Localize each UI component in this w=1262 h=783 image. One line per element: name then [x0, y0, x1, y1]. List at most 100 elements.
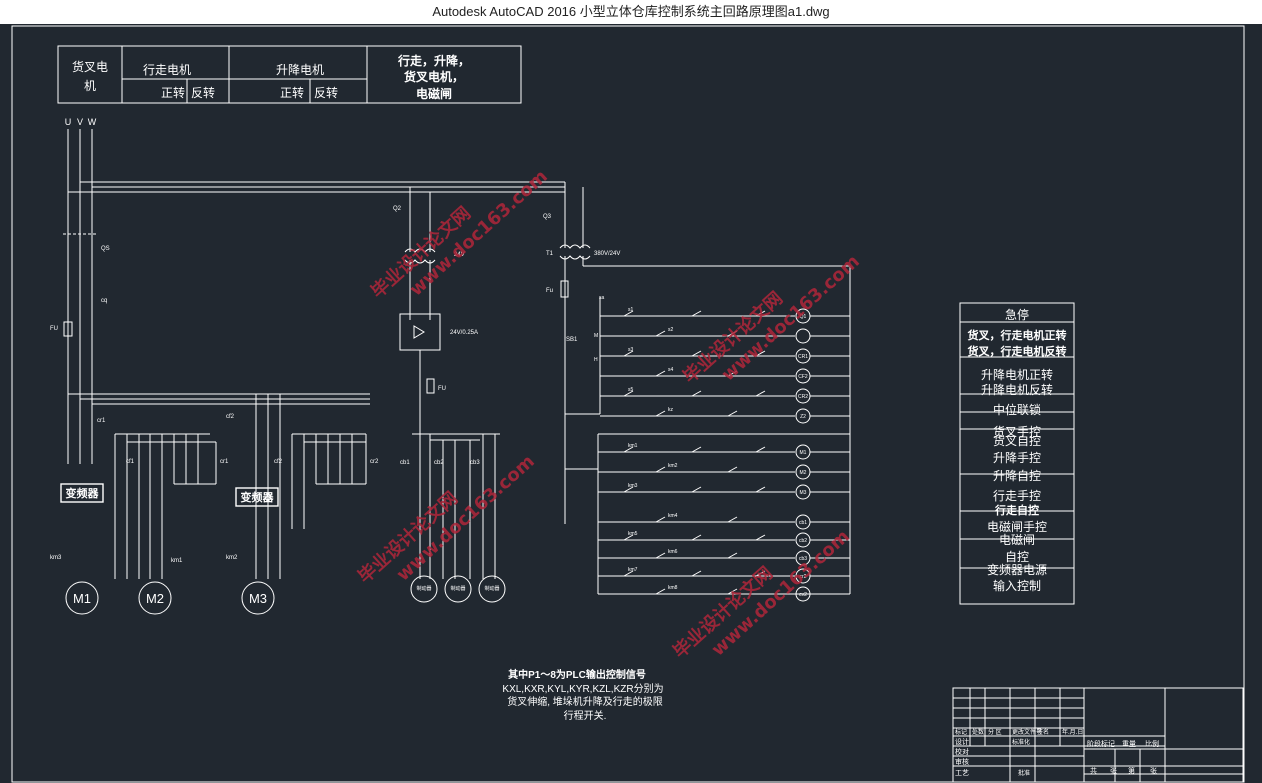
brake-1-label: 制动器 [416, 585, 431, 592]
contact-label-10: km5 [628, 531, 638, 537]
watermark-3: 毕业设计论文网 www.doc163.com [354, 451, 539, 588]
label-cb2: cb2 [434, 460, 444, 466]
window-title: Autodesk AutoCAD 2016 小型立体仓库控制系统主回路原理图a1… [0, 0, 1262, 24]
motor-m3-label: M3 [249, 591, 267, 606]
header-brake-3: 电磁闸 [416, 86, 452, 101]
legend-item-12: 电磁闸手控 [987, 519, 1047, 534]
motor-m1 [65, 581, 99, 615]
inverter-1-label: 变频器 [66, 486, 100, 500]
coil-label-3: CF2 [798, 374, 808, 380]
power-circuit: U V W QS cq FU cr1 cf1 cr1 cf2 cf2 cr2 [50, 117, 565, 615]
legend-item-2: 货叉，行走电机反转 [967, 344, 1067, 358]
watermark-2: 毕业设计论文网 www.doc163.com [679, 251, 864, 388]
label-km2: km2 [226, 555, 238, 561]
contact-label-12: km7 [628, 567, 638, 573]
coil-label-0: Q1 [800, 314, 807, 320]
coil-label-10: cb2 [799, 538, 807, 544]
label-phase-w: W [88, 117, 97, 127]
legend-item-5: 中位联锁 [993, 402, 1041, 417]
inverter-2-label: 变频器 [241, 490, 275, 504]
drawing-canvas[interactable]: 货叉电 机 行走电机 升降电机 正转 反转 正转 反转 行走，升降， 货叉电机，… [0, 24, 1262, 783]
label-bridge: 24V/0.25A [450, 330, 478, 336]
label-cr2: cr2 [370, 459, 379, 465]
tb-check: 校对 [955, 747, 969, 756]
tb-design: 设计 [955, 737, 969, 746]
header-brake-1: 行走，升降， [397, 53, 470, 68]
label-q2: Q2 [393, 206, 402, 212]
label-tr-rating: 380V/24V [594, 251, 620, 257]
legend-table: 急停货叉，行走电机正转货叉，行走电机反转升降电机正转升降电机反转中位联锁货叉手控… [959, 302, 1075, 605]
contact-label-0: s1 [628, 307, 634, 313]
drawing-frame [11, 25, 1245, 783]
label-cv2: cf2 [226, 414, 235, 420]
legend-item-6: 货叉手控 [993, 424, 1041, 439]
brake-coil-2 [444, 575, 472, 603]
tb-stage: 阶段标记 [1087, 739, 1115, 748]
coil-label-5: Z2 [800, 414, 806, 420]
coil-label-2: CR1 [798, 354, 808, 360]
header-travel-forward: 正转 [161, 85, 185, 100]
brake-2-label: 制动器 [450, 585, 465, 592]
label-cb1: cb1 [400, 460, 410, 466]
legend-item-15: 变频器电源 [987, 562, 1047, 577]
contact-label-7: km2 [668, 463, 678, 469]
coil-label-7: M2 [800, 470, 807, 476]
tb-doc: 更改文件号 [1012, 728, 1042, 736]
coil-label-4: CR2 [798, 394, 808, 400]
label-cf1: cf1 [126, 459, 135, 465]
label-sa: sa [599, 295, 605, 301]
contact-label-1: s2 [668, 327, 674, 333]
legend-item-0: 急停 [1005, 307, 1029, 322]
note-line-3: 行程开关. [564, 709, 607, 722]
note-line-2: 货叉伸缩, 堆垛机升降及行走的极限 [507, 695, 663, 708]
tb-zone: 分 区 [988, 728, 1002, 736]
legend-item-14: 自控 [1005, 550, 1029, 564]
label-cf2: cf2 [274, 459, 283, 465]
motor-m2 [138, 581, 172, 615]
label-fu3: Fu [546, 288, 553, 294]
legend-item-8: 升降手控 [993, 451, 1041, 465]
brake-3-label: 制动器 [484, 585, 499, 592]
header-fork-motor-1: 货叉电 [72, 59, 108, 74]
label-t1: T1 [546, 251, 554, 257]
note-line-1: KXL,KXR,KYL,KYR,KZL,KZR分别为 [502, 683, 663, 695]
contact-label-13: km8 [668, 585, 678, 591]
coil-1 [795, 328, 811, 344]
coil-label-6: M1 [800, 450, 807, 456]
label-24v: 24V [454, 252, 465, 258]
label-m-switch: M [594, 333, 598, 339]
legend-item-3: 升降电机正转 [981, 367, 1053, 382]
control-circuit: Q3 T1 380V/24V Fu sa SB1 M H Q1CR1CF2CR2… [543, 182, 851, 602]
legend-item-13: 电磁闸 [999, 532, 1035, 547]
contact-label-3: s4 [668, 367, 674, 373]
legend-item-11: 行走自控 [994, 503, 1039, 517]
legend-item-9: 升降自控 [993, 469, 1041, 483]
label-cr1: cr1 [97, 418, 106, 424]
contact-label-4: s5 [628, 387, 634, 393]
label-cr1b: cr1 [220, 459, 229, 465]
coil-label-13: cv2 [799, 592, 807, 598]
tb-count: 处数 [972, 728, 984, 736]
brake-coil-1 [410, 575, 438, 603]
tb-approve: 批准 [1018, 769, 1030, 777]
notes: 其中P1～8为PLC输出控制信号 KXL,KXR,KYL,KYR,KZL,KZR… [502, 668, 663, 722]
header-fork-motor-2: 机 [84, 79, 96, 93]
header-table: 货叉电 机 行走电机 升降电机 正转 反转 正转 反转 行走，升降， 货叉电机，… [57, 45, 522, 104]
contact-label-5: kz [668, 407, 674, 413]
tb-mark: 标记 [955, 728, 967, 736]
tb-total: 共 [1090, 766, 1097, 775]
tb-std: 标准化 [1012, 738, 1030, 746]
control-rungs: Q1CR1CF2CR2Z2M1M2M3cb1cb2cb3cr2cv2s1s2s3… [598, 307, 850, 602]
label-h-switch: H [594, 357, 598, 363]
tb-weight: 重量 [1122, 740, 1136, 748]
contact-label-2: s3 [628, 347, 634, 353]
schematic-drawing: 货叉电 机 行走电机 升降电机 正转 反转 正转 反转 行走，升降， 货叉电机，… [11, 25, 1245, 783]
legend-item-10: 行走手控 [993, 489, 1041, 503]
legend-item-7: 货叉自控 [993, 433, 1041, 448]
rectifier-bridge [399, 313, 441, 351]
contact-label-6: km1 [628, 443, 638, 449]
label-km3: km3 [50, 555, 62, 561]
header-lift-forward: 正转 [280, 85, 304, 100]
tb-page: 第 [1128, 766, 1135, 775]
contact-label-9: km4 [668, 513, 678, 519]
